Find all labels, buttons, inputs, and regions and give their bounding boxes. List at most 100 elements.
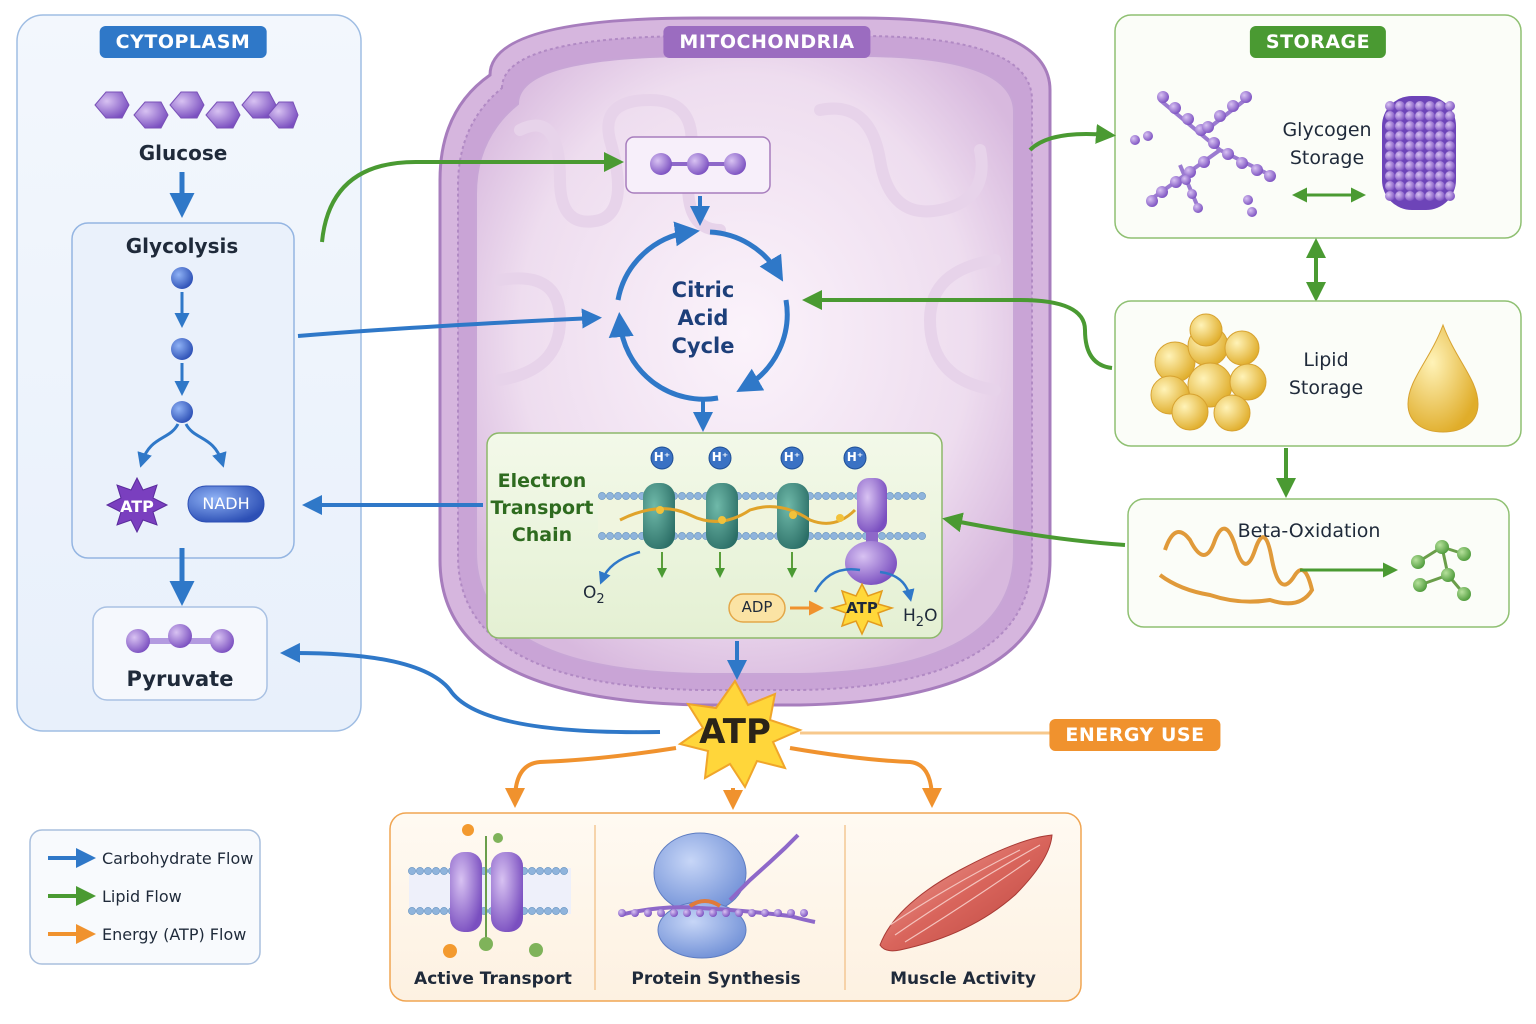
decorative-dot	[622, 492, 630, 500]
decorative-dot	[1445, 161, 1455, 171]
decorative-dot	[560, 907, 568, 915]
decorative-dot	[910, 492, 918, 500]
nadh-label: NADH	[202, 494, 250, 513]
decorative-dot	[1435, 111, 1445, 121]
cytoplasm-label: CYTOPLASM	[99, 26, 267, 58]
decorative-dot	[1385, 101, 1395, 111]
proton-label-2: H⁺	[711, 450, 729, 464]
decorative-dot	[766, 532, 774, 540]
decorative-dot	[1385, 111, 1395, 121]
decorative-dot	[408, 867, 416, 875]
glucose-label: Glucose	[138, 141, 228, 165]
decorative-dot	[748, 909, 756, 917]
energy-branch-left	[505, 746, 677, 808]
glycolysis-label: Glycolysis	[125, 234, 239, 258]
decorative-dot	[1425, 121, 1435, 131]
h2o-tail: O	[924, 606, 938, 626]
h2o-arrow	[879, 570, 915, 602]
decorative-dot	[1425, 191, 1435, 201]
decorative-dot	[1425, 111, 1435, 121]
decorative-dot	[1385, 161, 1395, 171]
decorative-dot	[830, 532, 838, 540]
muscle-activity-label: Muscle Activity	[890, 969, 1036, 989]
h2o-base: H	[903, 606, 916, 626]
decorative-dot	[598, 492, 606, 500]
decorative-dot	[1445, 151, 1455, 161]
mito-to-glycogen-arrow	[1028, 124, 1116, 152]
decorative-dot	[1395, 151, 1405, 161]
decorative-dot	[822, 532, 830, 540]
lipid-storage-word: Storage	[1288, 377, 1364, 399]
pyruvate-molecule-icon	[126, 624, 234, 653]
proton-down-arrows	[657, 552, 797, 578]
mitochondria-label: MITOCHONDRIA	[663, 26, 871, 58]
decorative-dot	[846, 492, 854, 500]
cycle-word: Cycle	[671, 334, 735, 358]
decorative-dot	[838, 492, 846, 500]
decorative-dot	[408, 907, 416, 915]
beta-to-etc-arrow	[942, 512, 1126, 547]
decorative-dot	[1385, 171, 1395, 181]
decorative-dot	[787, 909, 795, 917]
decorative-dot	[1395, 131, 1405, 141]
decorative-dot	[1435, 161, 1445, 171]
h2o-subscript: 2	[915, 615, 925, 630]
decorative-dot	[657, 909, 665, 917]
decorative-dot	[1415, 161, 1425, 171]
decorative-dot	[1425, 171, 1435, 181]
decorative-dot	[630, 492, 638, 500]
decorative-dot	[1415, 141, 1425, 151]
energy-branch-right	[789, 746, 942, 808]
decorative-dot	[1405, 101, 1415, 111]
decorative-dot	[544, 867, 552, 875]
atp-star-icon	[105, 476, 169, 534]
pyruvate-to-mito-arrow	[320, 152, 624, 243]
glucose-molecule-icon	[94, 91, 299, 129]
decorative-dot	[424, 907, 432, 915]
decorative-dot	[894, 532, 902, 540]
decorative-dot	[630, 532, 638, 540]
h2o-label: H2O	[903, 606, 938, 630]
decorative-dot	[1385, 141, 1395, 151]
fatty-acid-chain-icon	[1158, 526, 1315, 606]
lipid-storage-label: Lipid Storage	[1289, 346, 1363, 402]
decorative-dot	[1405, 131, 1415, 141]
etc-complexes-icon	[619, 483, 857, 549]
decorative-dot	[622, 532, 630, 540]
nadh-pill	[187, 485, 265, 523]
proton-circles	[650, 446, 867, 470]
etc-label: Electron Transport Chain	[490, 468, 593, 549]
atp-synthase-icon	[845, 478, 897, 585]
decorative-dot	[536, 907, 544, 915]
decorative-dot	[1435, 101, 1445, 111]
decorative-dot	[1385, 121, 1395, 131]
glycogen-storage-label: Glycogen Storage	[1282, 116, 1371, 172]
decorative-dot	[814, 532, 822, 540]
acetyl-coa-molecule-icon	[1411, 540, 1471, 601]
decorative-dot	[886, 532, 894, 540]
decorative-dot	[1425, 181, 1435, 191]
electron-word: Electron	[497, 470, 587, 492]
chain-word: Chain	[511, 524, 573, 546]
decorative-dot	[440, 907, 448, 915]
decorative-dot	[552, 867, 560, 875]
acid-word: Acid	[677, 306, 729, 330]
decorative-dot	[1405, 161, 1415, 171]
legend-lipid: Lipid Flow	[102, 887, 182, 906]
decorative-dot	[1425, 161, 1435, 171]
decorative-dot	[1395, 191, 1405, 201]
main-atp-label: ATP	[699, 712, 771, 752]
glycogen-storage-word: Storage	[1289, 147, 1365, 169]
decorative-dot	[918, 492, 926, 500]
decorative-dot	[894, 492, 902, 500]
decorative-dot	[1405, 151, 1415, 161]
protein-synthesis-label: Protein Synthesis	[631, 969, 801, 989]
decorative-dot	[878, 532, 886, 540]
decorative-dot	[910, 532, 918, 540]
legend-carbohydrate: Carbohydrate Flow	[102, 849, 254, 868]
atp-to-pyruvate-arrow	[280, 642, 661, 735]
o2-subscript: 2	[596, 592, 605, 607]
decorative-dot	[1405, 141, 1415, 151]
decorative-dot	[1415, 191, 1425, 201]
